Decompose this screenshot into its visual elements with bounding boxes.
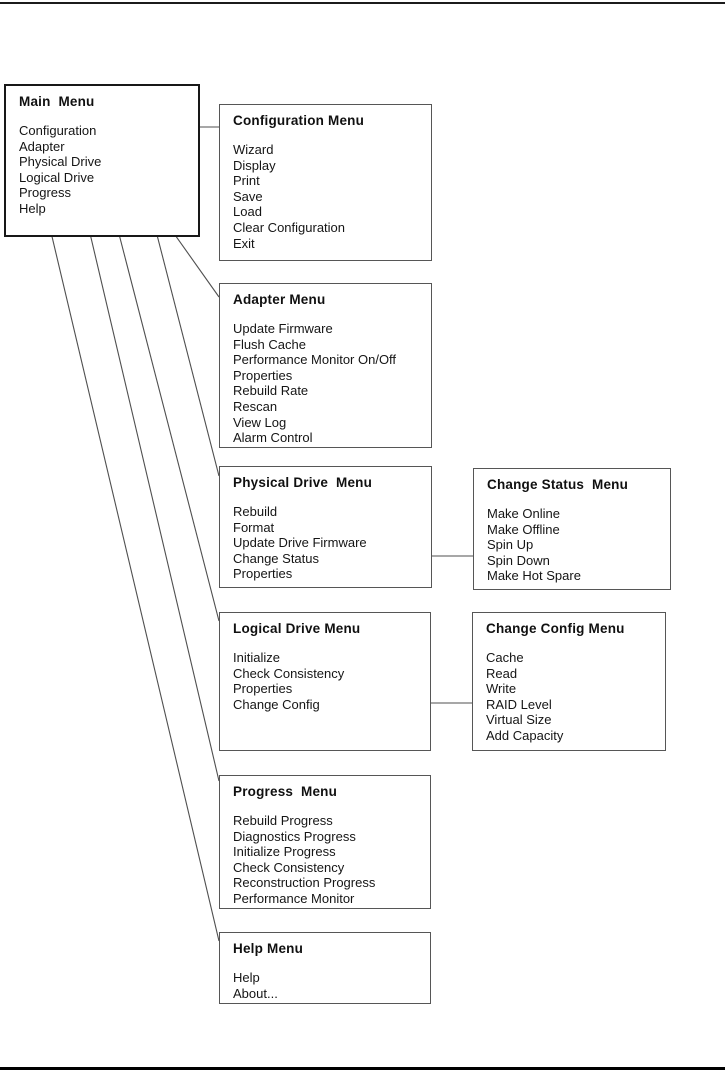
menu-item: Print [233, 173, 260, 189]
menu-item: Performance Monitor [233, 890, 355, 906]
connector-line-progress [79, 190, 220, 782]
menu-item: Check Consistency [233, 859, 345, 875]
menu-item: View Log [233, 414, 287, 430]
menu-item: Properties [233, 367, 293, 383]
menu-item: Spin Down [487, 552, 550, 568]
menu-item: Add Capacity [486, 727, 564, 743]
menu-item: Rebuild Rate [233, 383, 309, 399]
change-config-menu-title: Change Config Menu [486, 621, 625, 636]
menu-item: Initialize [233, 650, 280, 665]
menu-item: Save [233, 188, 263, 204]
menu-item: Make Hot Spare [487, 568, 581, 584]
menu-item: Read [486, 665, 518, 681]
menu-item: About... [233, 985, 278, 1001]
menu-item: Rescan [233, 398, 278, 414]
menu-item: Write [486, 681, 517, 697]
help-menu-title: Help Menu [233, 941, 304, 956]
menu-item: Logical Drive [19, 169, 95, 185]
menu-item: Diagnostics Progress [233, 828, 356, 844]
main-menu-title: Main Menu [19, 94, 95, 109]
connector-line-logical_drive [103, 175, 220, 622]
progress-menu-title: Progress Menu [233, 784, 338, 799]
menu-item: Physical Drive [19, 154, 102, 170]
menu-item: Display [233, 157, 276, 173]
adapter-menu-title: Adapter Menu [233, 292, 326, 307]
top-rule [0, 2, 725, 4]
connector-line-help [44, 206, 220, 942]
menu-item: Reconstruction Progress [233, 875, 376, 891]
menu-item: Progress [19, 185, 72, 201]
menu-item: Make Online [487, 506, 560, 521]
menu-item: Virtual Size [486, 712, 552, 728]
logical-drive-menu-title: Logical Drive Menu [233, 621, 361, 636]
menu-item: Cache [486, 650, 524, 665]
change-status-menu-title: Change Status Menu [487, 477, 629, 492]
menu-item: Properties [233, 566, 293, 582]
menu-item: Alarm Control [233, 430, 313, 446]
menu-item: Initialize Progress [233, 844, 336, 860]
menu-item: Make Offline [487, 521, 560, 537]
menu-item: Update Firmware [233, 321, 333, 336]
menu-item: Exit [233, 235, 255, 251]
menu-item: RAID Level [486, 696, 552, 712]
menu-item: Help [233, 970, 260, 985]
menu-item: Properties [233, 681, 293, 697]
bottom-rule [0, 1067, 725, 1070]
physical-drive-menu-title: Physical Drive Menu [233, 475, 373, 490]
menu-item: Rebuild Progress [233, 813, 333, 828]
menu-item: Help [19, 200, 46, 216]
menu-item: Performance Monitor On/Off [233, 352, 397, 368]
menu-item: Rebuild [233, 504, 278, 519]
menu-item: Check Consistency [233, 665, 345, 681]
menu-item: Adapter [19, 138, 65, 154]
menu-item: Spin Up [487, 537, 534, 553]
menu-item: Format [233, 519, 275, 535]
menu-item: Change Config [233, 696, 320, 712]
menu-item: Update Drive Firmware [233, 535, 367, 551]
menu-item: Configuration [19, 123, 97, 138]
menu-item: Wizard [233, 142, 274, 157]
menu-item: Load [233, 204, 262, 220]
menu-item: Change Status [233, 550, 320, 566]
menu-item: Flush Cache [233, 336, 306, 352]
menu-item: Clear Configuration [233, 219, 346, 235]
configuration-menu-title: Configuration Menu [233, 113, 365, 128]
